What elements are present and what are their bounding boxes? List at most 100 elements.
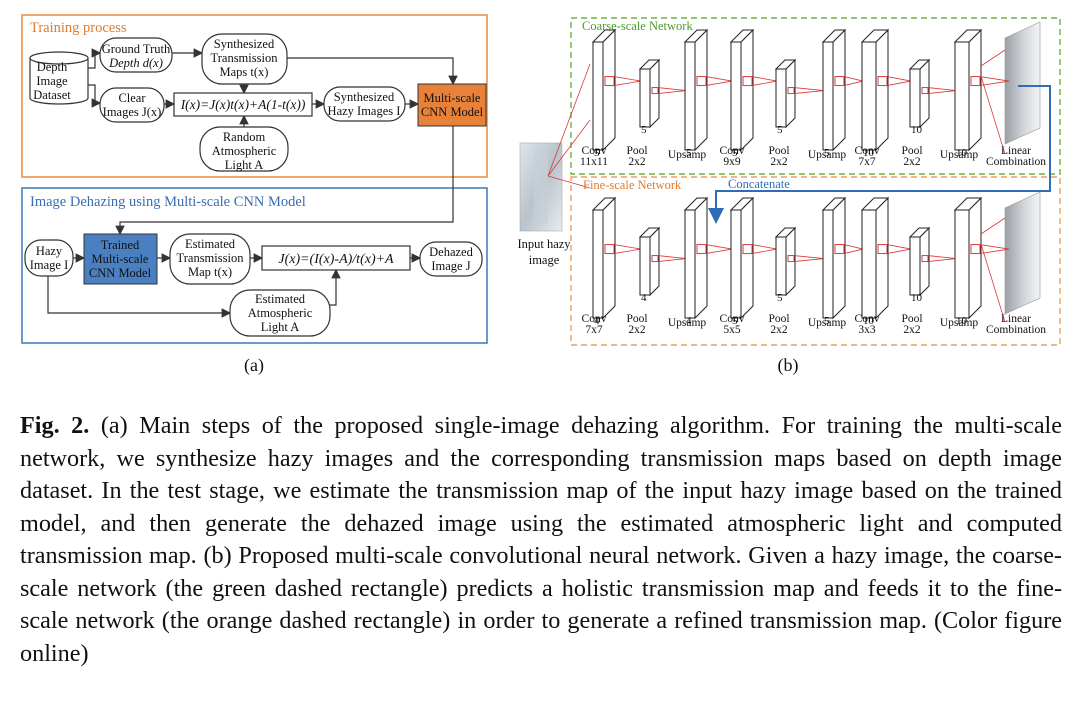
coarse-layer-2: 5: [638, 58, 687, 136]
coarse-link-6: [843, 76, 864, 86]
training-equation-box: [173, 92, 313, 117]
caption-label: Fig. 2.: [20, 412, 90, 439]
coarse-kernel-6: [834, 76, 845, 87]
trained-model-node: [83, 233, 158, 285]
fine-layer-5: 5: [774, 226, 825, 304]
coarse-layer-3: 5: [683, 28, 733, 159]
coarse-kernel-2: [651, 87, 659, 95]
coarse-output-link: [980, 49, 1006, 155]
fine-layer-1: 4: [591, 196, 642, 327]
synth-trans-label-3: Maps t(x): [220, 65, 269, 79]
est-trans-label-2: Transmission: [177, 251, 245, 265]
est-trans-node: [169, 233, 251, 285]
fine-label-10-2: Combination: [986, 324, 1046, 336]
coarse-label-2-1: Pool: [626, 145, 647, 157]
coarse-kernel-3: [696, 76, 707, 87]
concatenate-label: Concatenate: [728, 177, 790, 191]
coarse-network-title: Coarse-scale Network: [582, 19, 693, 33]
coarse-label-8-1: Pool: [901, 145, 922, 157]
coarse-link-5: [793, 87, 825, 94]
cnn-model-label-1: Multi-scale: [424, 91, 481, 105]
random-light-label-3: Light A: [225, 158, 264, 172]
fine-link-7: [886, 244, 912, 254]
fine-kernel-9: [970, 244, 981, 255]
dehazed-image-node: [419, 241, 483, 277]
coarse-kernel-1: [604, 76, 615, 87]
coarse-label-10-2: Combination: [986, 156, 1046, 168]
coarse-link-1: [613, 76, 642, 86]
fine-label-3-1: Upsamp: [668, 317, 707, 329]
input-hazy-image-detail: [534, 150, 548, 224]
trained-label-2: Multi-scale: [92, 252, 149, 266]
fine-label-2-2: 2x2: [628, 324, 646, 336]
fine-label-5-1: Pool: [768, 313, 789, 325]
clear-images-node: [99, 87, 165, 123]
arrow-hazy-to-light: [47, 276, 232, 318]
coarse-label-1-1: Conv: [582, 145, 607, 157]
fine-channels-4: 5: [732, 315, 738, 327]
coarse-network-box: [570, 17, 1061, 175]
ground-truth-node: [99, 37, 173, 73]
coarse-link-2: [657, 87, 687, 94]
coarse-kernel-5: [787, 87, 795, 95]
fine-label-10-1: Linear: [1001, 313, 1031, 325]
coarse-label-4-1: Conv: [720, 145, 745, 157]
coarse-label-4-2: 9x9: [723, 156, 741, 168]
fine-link-4: [751, 244, 778, 254]
fine-label-8-2: 2x2: [903, 324, 921, 336]
coarse-layer-9: 10: [953, 28, 1010, 159]
est-light-label-3: Light A: [261, 320, 300, 334]
coarse-kernel-7: [877, 76, 888, 87]
coarse-label-1-2: 11x11: [580, 156, 608, 168]
arrow-trans-to-model: [287, 57, 458, 86]
fine-link-3: [705, 244, 733, 254]
est-trans-label-3: Map t(x): [188, 265, 232, 279]
synth-hazy-label-1: Synthesized: [334, 90, 395, 104]
coarse-link-7: [886, 76, 912, 86]
coarse-label-9-1: Upsamp: [940, 149, 979, 161]
trained-label-1: Trained: [101, 238, 140, 252]
coarse-channels-1: 5: [594, 147, 600, 159]
coarse-channels-5: 5: [777, 124, 783, 136]
fine-channels-3: 4: [686, 315, 692, 327]
panel-b: Coarse-scale Network Fine-scale Network …: [517, 17, 1061, 376]
hazy-image-node: [24, 239, 74, 277]
fine-link-9: [979, 244, 1010, 254]
coarse-channels-6: 5: [824, 147, 830, 159]
clear-label-1: Clear: [118, 91, 146, 105]
fine-label-9-1: Upsamp: [940, 317, 979, 329]
coarse-layer-1: 5: [591, 28, 642, 159]
random-light-label-1: Random: [223, 130, 266, 144]
fine-layer-8: 10: [908, 226, 957, 304]
panel-a: Training process Image Dehazing using Mu…: [21, 14, 488, 376]
training-process-box: [21, 14, 488, 178]
fine-kernel-7: [877, 244, 888, 255]
fine-label-7-2: 3x3: [858, 324, 876, 336]
coarse-link-3: [705, 76, 733, 86]
arrow-light-to-eq: [330, 268, 341, 306]
figure-caption: Fig. 2. (a) Main steps of the proposed s…: [20, 410, 1062, 670]
dehazing-box: [21, 187, 488, 344]
gt-label-1: Ground Truth: [102, 42, 171, 56]
fine-output-link: [980, 217, 1006, 323]
arrow-dataset-to-clear: [88, 84, 102, 108]
fine-label-2-1: Pool: [626, 313, 647, 325]
est-light-label-1: Estimated: [255, 292, 306, 306]
synth-trans-label-1: Synthesized: [214, 37, 275, 51]
fine-kernel-5: [787, 255, 795, 263]
fine-network-title: Fine-scale Network: [583, 178, 682, 192]
fine-link-8: [927, 255, 957, 262]
fine-link-2: [657, 255, 687, 262]
fine-kernel-1: [604, 244, 615, 255]
fine-label-8-1: Pool: [901, 313, 922, 325]
coarse-channels-2: 5: [641, 124, 647, 136]
fine-label-4-2: 5x5: [723, 324, 741, 336]
fine-layer-6: 5: [821, 196, 864, 327]
random-light-node: [199, 126, 289, 172]
arrow-dataset-to-gt: [88, 48, 102, 69]
gt-label-2: Depth d(x): [108, 56, 163, 70]
training-process-title: Training process: [30, 20, 127, 36]
est-light-label-2: Atmospheric: [248, 306, 313, 320]
est-light-node: [229, 289, 331, 337]
